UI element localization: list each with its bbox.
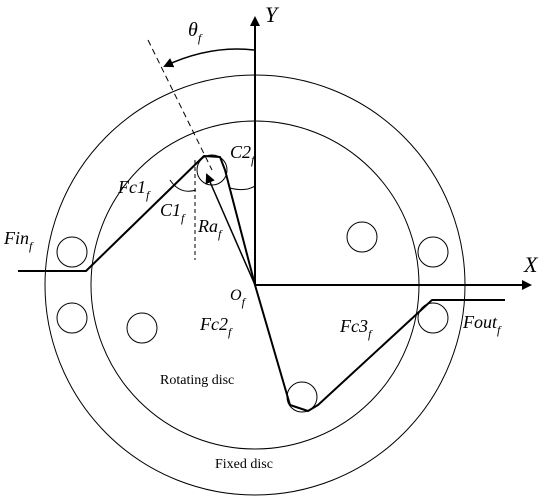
fout-label: Foutf	[462, 312, 502, 337]
y-axis-label: Y	[265, 2, 280, 27]
fc3-label: Fc3f	[339, 316, 373, 341]
ra-line	[205, 173, 256, 286]
roller-inner-lower-left	[126, 312, 158, 344]
roller-right-upper	[417, 236, 449, 268]
rotating-disc-label: Rotating disc	[160, 373, 234, 388]
roller-inner-upper-right	[346, 221, 378, 253]
roller-right-lower	[417, 302, 449, 334]
roller-left-upper	[56, 236, 88, 268]
c2-label: C2f	[230, 142, 256, 167]
rotated-axis-dashed	[147, 39, 213, 171]
angle-arc-c2	[229, 185, 256, 191]
origin-label: Of	[230, 287, 247, 309]
angle-arc-c1	[169, 179, 197, 192]
roller-left-lower	[56, 302, 88, 334]
fin-label: Finf	[3, 228, 34, 253]
theta-label: θf	[188, 19, 203, 45]
fixed-disc-label: Fixed disc	[215, 457, 273, 472]
fc1-label: Fc1f	[117, 177, 151, 202]
x-axis-label: X	[523, 252, 539, 277]
ra-label: Raf	[197, 216, 223, 241]
c1-label: C1f	[160, 200, 186, 225]
theta-arc	[163, 48, 255, 68]
fc2-label: Fc2f	[199, 314, 233, 339]
